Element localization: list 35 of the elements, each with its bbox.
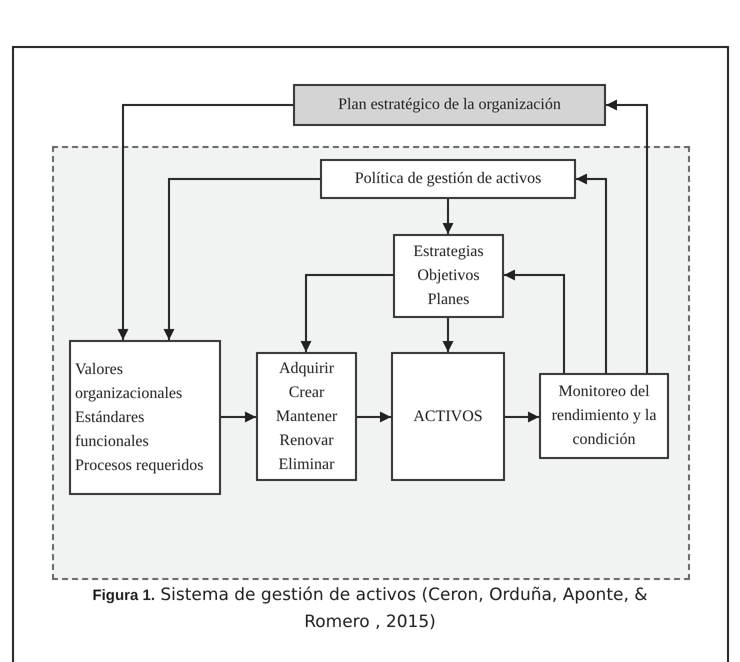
node-text: Renovar — [279, 430, 334, 450]
arrow — [300, 274, 393, 352]
node-text: Objetivos — [417, 266, 480, 286]
node-text: Mantener — [276, 406, 338, 426]
process-box — [256, 352, 357, 481]
process-box — [320, 159, 576, 199]
node-text: Adquirir — [278, 358, 334, 378]
arrow — [504, 270, 565, 373]
arrow — [442, 199, 454, 234]
arrow — [576, 174, 607, 373]
node-text: Crear — [288, 382, 324, 402]
node-text: Planes — [428, 290, 470, 310]
node-text: Procesos requeridos — [75, 456, 204, 476]
node-text: ACTIVOS — [413, 406, 483, 426]
figure-caption: Figura 1. Sistema de gestión de activos (Ceron, Orduña, Aponte, & Romero , 2015) — [91, 584, 649, 634]
dashed-group-box — [52, 146, 690, 580]
process-box — [293, 84, 606, 126]
arrow — [442, 318, 454, 352]
node-text: Monitoreo del rendimiento y la condición — [550, 382, 658, 450]
process-box — [391, 352, 505, 481]
node-text: Plan estratégico de la organización — [338, 95, 561, 115]
node-text: Política de gestión de activos — [354, 169, 542, 189]
arrow — [357, 412, 391, 422]
node-text: Estándares funcionales — [75, 408, 150, 452]
process-box — [393, 234, 504, 318]
process-box — [539, 373, 669, 459]
node-text: Estrategias — [413, 242, 484, 262]
arrow — [118, 104, 293, 340]
node-text: Eliminar — [278, 454, 334, 474]
node-text: Valores organizacionales — [75, 360, 184, 404]
process-box — [69, 340, 221, 495]
arrow — [606, 100, 648, 373]
arrow — [164, 178, 320, 340]
arrow — [221, 412, 256, 422]
arrow — [505, 412, 539, 422]
